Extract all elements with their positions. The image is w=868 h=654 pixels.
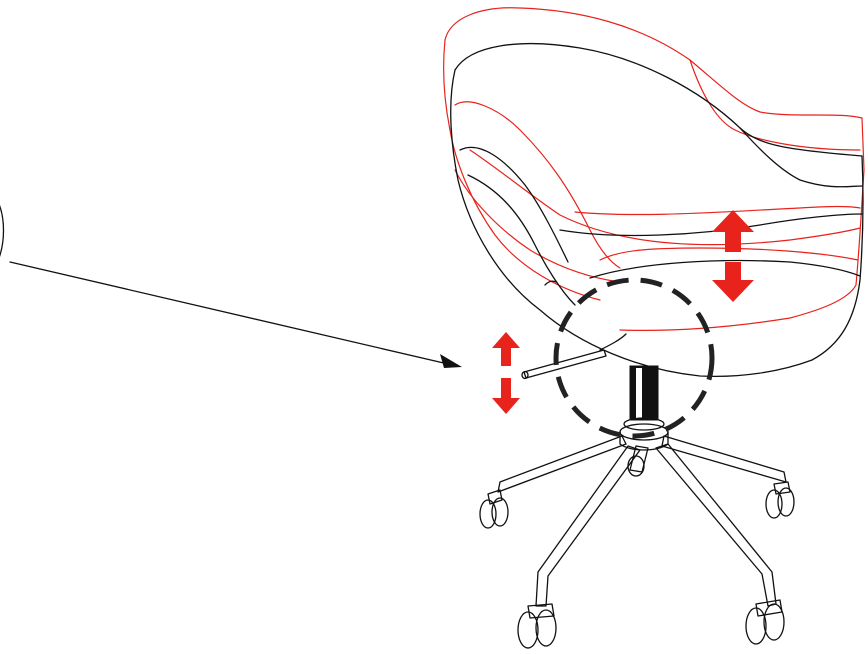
leader-line bbox=[0, 205, 462, 368]
height-lever bbox=[521, 333, 627, 380]
lever-up-down-arrow bbox=[492, 332, 520, 414]
caster-front-right bbox=[745, 599, 785, 645]
arrow-down-icon bbox=[492, 378, 520, 414]
caster-back-left bbox=[479, 489, 509, 529]
detail-callout-circle bbox=[553, 277, 715, 439]
leader-arrowhead-icon bbox=[440, 354, 462, 368]
arrow-up-icon bbox=[712, 210, 754, 252]
arrow-down-icon bbox=[712, 262, 754, 302]
chair-shell-lowered-outline bbox=[450, 43, 864, 377]
chair-shell-raised-outline bbox=[443, 7, 865, 331]
arrow-up-icon bbox=[492, 332, 520, 366]
five-star-base bbox=[497, 435, 787, 607]
caster-back-right bbox=[765, 481, 795, 519]
caster-wheels bbox=[479, 481, 795, 649]
caster-front-left bbox=[517, 603, 557, 649]
seat-height-arrow bbox=[712, 210, 754, 302]
gas-lift-column bbox=[619, 365, 669, 451]
